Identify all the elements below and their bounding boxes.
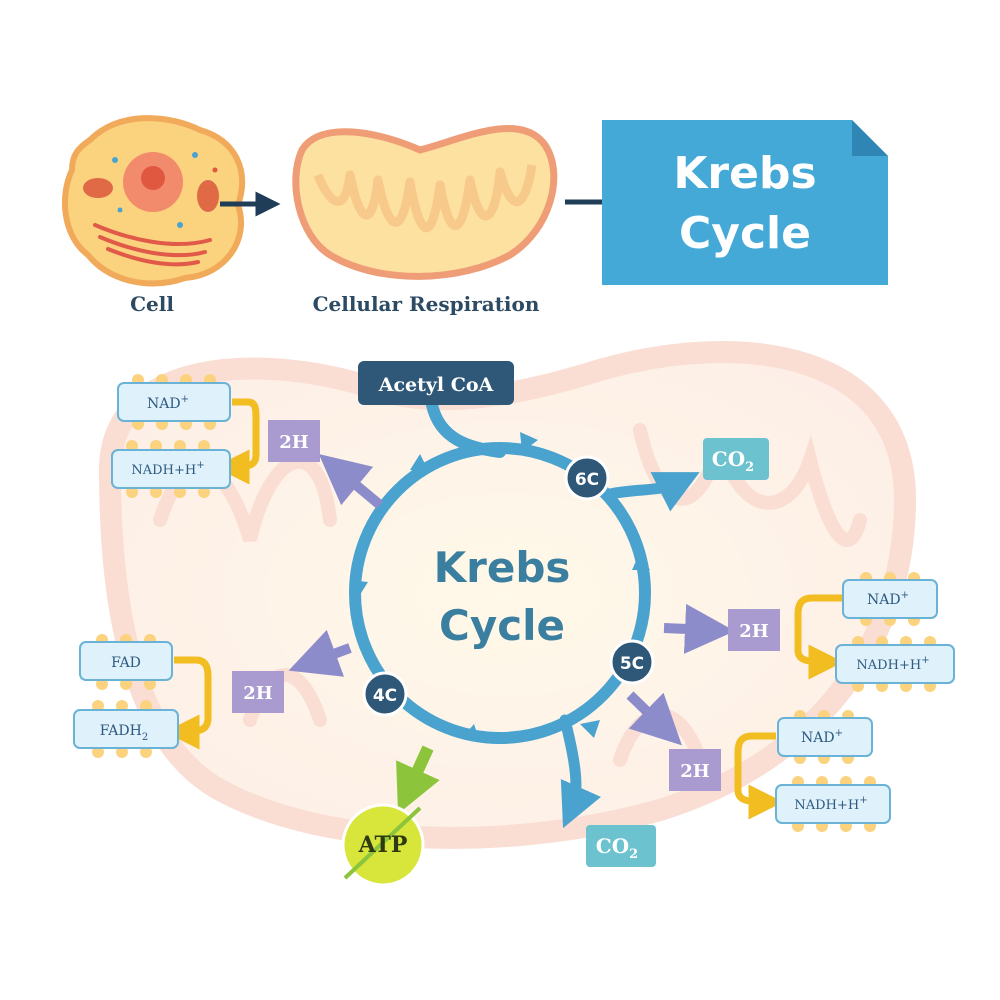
co2-top-label: CO <box>712 447 745 471</box>
node-5c-label: 5C <box>620 654 644 674</box>
svg-text:NAD+: NAD+ <box>867 590 909 608</box>
h-left-label: 2H <box>243 683 273 704</box>
arrow-2h-right-upper <box>663 603 735 654</box>
arrow-2h-left <box>288 629 352 677</box>
carrier-right-lower-in-sup: + <box>835 728 843 739</box>
h-box-right-upper: 2H <box>728 609 780 651</box>
center-line2: Cycle <box>439 601 565 650</box>
carrier-left-out-label: FADH <box>100 723 142 739</box>
yellow-arrow-top-left <box>214 398 260 485</box>
atp-label: ATP <box>358 832 408 858</box>
carrier-top-left-out: NADH+H+ <box>111 440 231 498</box>
atp-badge: ATP <box>341 803 425 887</box>
h-right-lower-label: 2H <box>680 761 710 782</box>
co2-bottom-outflow <box>559 714 602 829</box>
center-line1: Krebs <box>434 543 571 592</box>
co2-top-box: CO2 <box>703 438 769 480</box>
acetyl-coa-label: Acetyl CoA <box>378 374 494 396</box>
carrier-right-lower-in: NAD+ <box>777 710 873 764</box>
node-5c: 5C <box>609 639 655 685</box>
h-box-top-left: 2H <box>268 420 320 462</box>
carrier-right-lower-out-label: NADH+H <box>794 798 859 813</box>
carrier-right-upper-in: NAD+ <box>842 572 938 626</box>
title-line1: Krebs <box>673 148 816 199</box>
svg-text:CO2: CO2 <box>712 447 754 475</box>
carrier-left-out-sub: 2 <box>142 732 148 743</box>
node-4c-label: 4C <box>373 686 397 706</box>
carrier-top-left-in-label: NAD <box>147 396 181 412</box>
carrier-right-upper-in-label: NAD <box>867 592 901 608</box>
yellow-arrow-left <box>164 656 212 750</box>
arrow-atp <box>396 745 440 814</box>
yellow-arrow-right-upper <box>794 594 844 680</box>
carrier-top-left-out-sup: + <box>196 460 204 471</box>
svg-text:FADH2: FADH2 <box>100 723 148 743</box>
h-box-right-lower: 2H <box>669 749 721 791</box>
node-4c: 4C <box>362 671 408 717</box>
acetyl-inflow <box>426 399 506 458</box>
carrier-left-out: FADH2 <box>73 700 179 758</box>
carrier-right-lower-out: NADH+H+ <box>775 776 891 832</box>
arrow-2h-top-left <box>318 453 384 509</box>
co2-bottom-subscript: 2 <box>629 847 638 862</box>
node-6c: 6C <box>564 455 610 501</box>
co2-bottom-label: CO <box>596 834 629 858</box>
title-line2: Cycle <box>679 208 811 259</box>
carrier-left-in-label: FAD <box>111 655 141 671</box>
svg-text:NADH+H+: NADH+H+ <box>856 655 929 673</box>
arrow-2h-right-lower <box>626 691 682 746</box>
mitochondrion-illustration <box>292 125 558 280</box>
cell-label: Cell <box>130 292 174 316</box>
svg-text:NAD+: NAD+ <box>147 394 189 412</box>
carrier-right-lower-in-label: NAD <box>801 730 835 746</box>
svg-text:CO2: CO2 <box>596 834 638 862</box>
co2-bottom-box: CO2 <box>586 825 656 867</box>
cycle-direction-arrows <box>350 432 650 742</box>
carrier-left-in: FAD <box>79 634 173 690</box>
h-top-left-label: 2H <box>279 432 309 453</box>
title-box <box>602 120 888 285</box>
carrier-top-left-out-label: NADH+H <box>131 463 196 478</box>
carrier-right-upper-out-sup: + <box>921 655 929 666</box>
svg-text:NADH+H+: NADH+H+ <box>794 795 867 813</box>
h-box-left: 2H <box>232 671 284 713</box>
carrier-right-upper-out: NADH+H+ <box>835 636 955 692</box>
carrier-top-left-in-sup: + <box>181 394 189 405</box>
node-6c-label: 6C <box>575 470 599 490</box>
carrier-right-upper-in-sup: + <box>901 590 909 601</box>
respiration-label: Cellular Respiration <box>313 292 540 316</box>
background-mitochondrion <box>98 341 917 849</box>
carrier-right-lower-out-sup: + <box>859 795 867 806</box>
co2-top-subscript: 2 <box>745 460 754 475</box>
co2-top-outflow <box>604 472 700 512</box>
yellow-arrow-right-lower <box>734 732 784 820</box>
carrier-top-left-in: NAD+ <box>117 374 231 430</box>
svg-text:NADH+H+: NADH+H+ <box>131 460 204 478</box>
acetyl-coa-box <box>358 361 514 405</box>
cell-illustration <box>61 115 245 287</box>
h-right-upper-label: 2H <box>739 621 769 642</box>
carrier-right-upper-out-label: NADH+H <box>856 658 921 673</box>
svg-text:NAD+: NAD+ <box>801 728 843 746</box>
